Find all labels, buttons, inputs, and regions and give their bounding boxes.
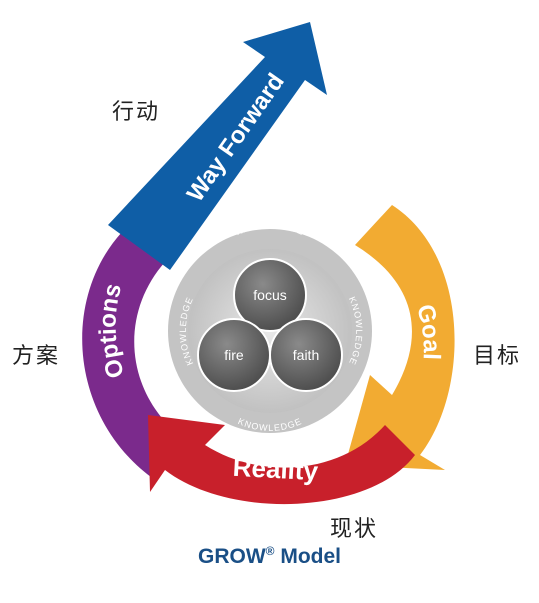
caption-suffix: Model: [280, 545, 341, 568]
way-forward-arrow: [108, 22, 327, 270]
reality-segment: [148, 415, 415, 505]
faith-label: faith: [293, 347, 319, 363]
goal-side-label: 目标: [473, 344, 522, 369]
goal-segment: [345, 205, 455, 470]
focus-circle: [233, 258, 307, 332]
faith-circle: [269, 318, 343, 392]
registered-mark: ®: [265, 544, 275, 558]
focus-label: focus: [253, 287, 286, 303]
action-label: 行动: [112, 100, 161, 125]
reality-side-label: 现状: [330, 517, 379, 542]
caption-text: GROW: [197, 545, 266, 568]
fire-label: fire: [224, 347, 244, 363]
reality-label: Reality: [232, 452, 319, 486]
options-side-label: 方案: [12, 344, 61, 369]
grow-model-caption: GROW® Model: [0, 544, 539, 569]
